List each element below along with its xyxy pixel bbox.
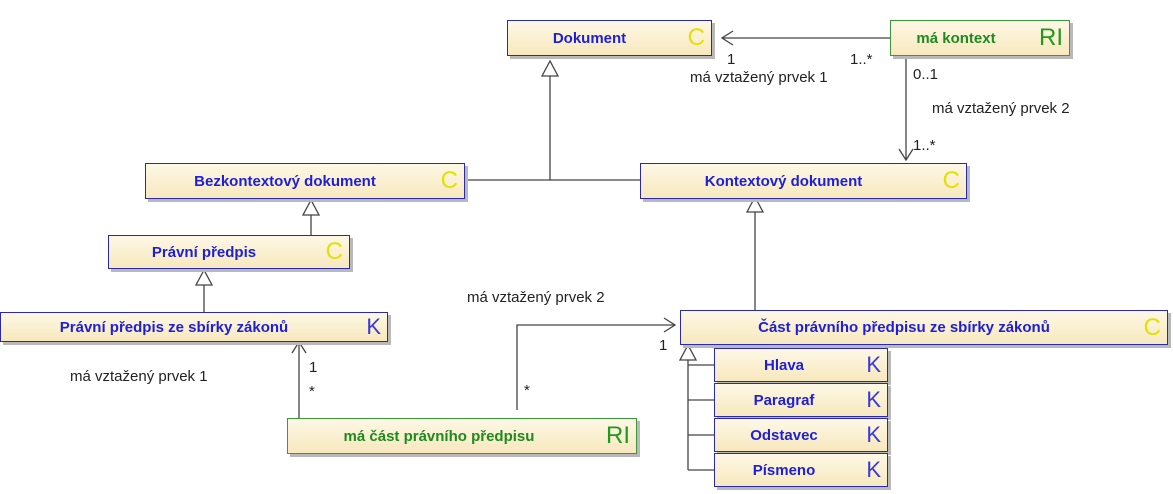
class-pravni-predpis-sbirka[interactable]: Právní předpis ze sbírky zákonů K bbox=[0, 312, 388, 342]
class-name: Kontextový dokument bbox=[704, 172, 863, 190]
class-name: Právní předpis ze sbírky zákonů bbox=[59, 318, 289, 336]
class-name: Písmeno bbox=[752, 461, 816, 479]
gen-triangle-pravni-predpis bbox=[194, 268, 214, 286]
class-bezkontextovy-dokument[interactable]: Bezkontextový dokument C bbox=[145, 163, 465, 199]
role-label-ctx-2: má vztažený prvek 2 bbox=[932, 100, 1070, 117]
multiplicity-part-rel-end-1: * bbox=[309, 383, 315, 400]
class-name: Část právního předpisu ze sbírky zákonů bbox=[758, 319, 1050, 336]
stereotype-c-icon: C bbox=[325, 238, 343, 265]
class-pravni-predpis[interactable]: Právní předpis C bbox=[108, 235, 350, 269]
stereotype-k-icon: K bbox=[866, 387, 881, 412]
class-name: Paragraf bbox=[753, 391, 815, 409]
stereotype-k-icon: K bbox=[866, 422, 881, 447]
arrowhead-sbirka bbox=[291, 340, 307, 354]
stereotype-c-icon: C bbox=[1143, 313, 1161, 341]
class-odstavec[interactable]: Odstavec K bbox=[714, 418, 888, 452]
stereotype-c-icon: C bbox=[440, 167, 458, 194]
multiplicity-part-sbirka-end: 1 bbox=[309, 359, 318, 376]
multiplicity-ctx-rel-end-1: 1..* bbox=[850, 51, 873, 68]
class-name: Právní předpis bbox=[151, 243, 257, 261]
gen-triangle-dokument bbox=[540, 59, 560, 77]
class-name: Hlava bbox=[763, 356, 805, 374]
class-kontextovy-dokument[interactable]: Kontextový dokument C bbox=[640, 163, 967, 199]
role-label-part-2: má vztažený prvek 2 bbox=[467, 289, 605, 306]
class-name: Dokument bbox=[552, 29, 627, 47]
edge-part-to-cast bbox=[516, 324, 675, 410]
stereotype-k-icon: K bbox=[866, 457, 881, 482]
stereotype-k-icon: K bbox=[866, 352, 881, 377]
class-cast-predpisu[interactable]: Část právního předpisu ze sbírky zákonů … bbox=[680, 310, 1168, 345]
stereotype-c-icon: C bbox=[942, 167, 960, 194]
relation-name: má kontext bbox=[916, 29, 996, 47]
class-paragraf[interactable]: Paragraf K bbox=[714, 383, 888, 417]
role-label-part-1: má vztažený prvek 1 bbox=[70, 368, 208, 385]
class-name: Bezkontextový dokument bbox=[194, 172, 376, 190]
class-pismeno[interactable]: Písmeno K bbox=[714, 453, 888, 487]
class-hlava[interactable]: Hlava K bbox=[714, 348, 888, 382]
gen-triangle-kontextovy bbox=[745, 195, 765, 213]
multiplicity-part-cast-end: 1 bbox=[659, 337, 668, 354]
relation-ma-cast[interactable]: má část právního předpisu RI bbox=[287, 418, 637, 454]
stereotype-c-icon: C bbox=[687, 24, 705, 51]
relation-ma-kontext[interactable]: má kontext RI bbox=[890, 20, 1070, 56]
role-label-ctx-1: má vztažený prvek 1 bbox=[690, 69, 828, 86]
edge-gen-bezkontextovy-dokument bbox=[465, 76, 551, 181]
stereotype-ri-icon: RI bbox=[606, 422, 630, 449]
multiplicity-part-rel-end-2: * bbox=[524, 382, 530, 399]
arrowhead-cast bbox=[663, 317, 677, 333]
multiplicity-ctx-doc-end: 1 bbox=[727, 51, 736, 68]
multiplicity-ctx-kontext-end: 1..* bbox=[913, 137, 936, 154]
stereotype-ri-icon: RI bbox=[1039, 24, 1063, 51]
arrowhead-kontextovy bbox=[898, 148, 914, 162]
multiplicity-ctx-rel-end-2: 0..1 bbox=[913, 66, 939, 83]
arrowhead-dokument bbox=[720, 30, 734, 46]
gen-triangle-bezkontextovy bbox=[301, 198, 321, 216]
class-name: Odstavec bbox=[750, 426, 818, 444]
stereotype-k-icon: K bbox=[366, 314, 381, 339]
relation-name: má část právního předpisu bbox=[343, 427, 535, 445]
gen-triangle-cast bbox=[678, 343, 698, 361]
class-dokument[interactable]: Dokument C bbox=[507, 20, 712, 56]
